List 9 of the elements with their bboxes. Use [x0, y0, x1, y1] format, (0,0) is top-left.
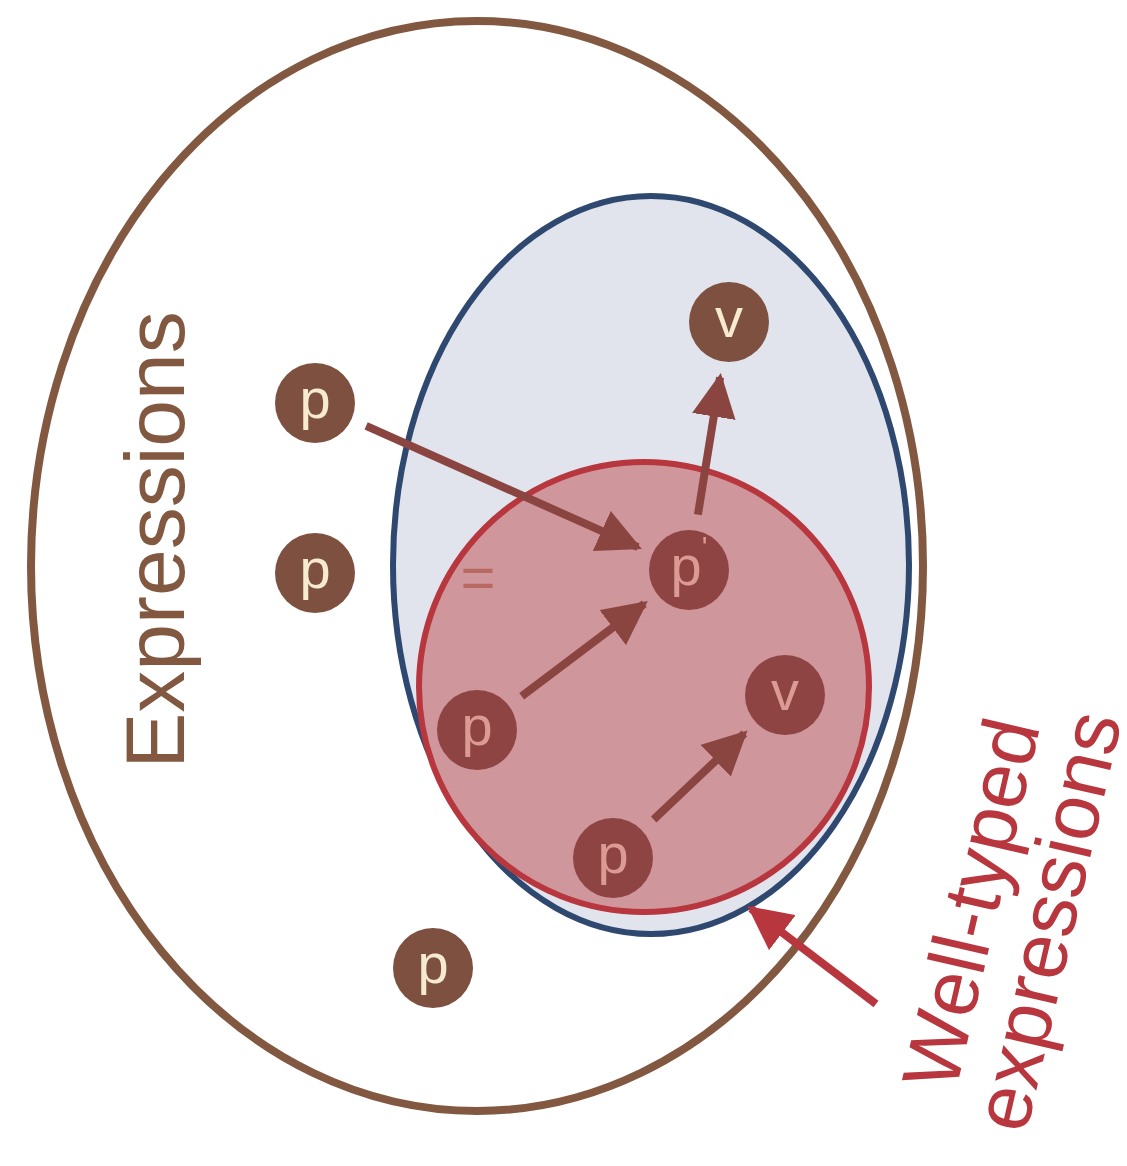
term-circle: p: [275, 363, 355, 443]
arrow: [650, 730, 748, 823]
arrow: [364, 422, 642, 552]
term-circle: p: [275, 533, 355, 613]
equals-sign: =: [460, 542, 496, 612]
term-circle: p: [393, 928, 473, 1008]
arrow: [519, 600, 648, 700]
arrow: [747, 905, 879, 1008]
arrow: [692, 372, 736, 516]
